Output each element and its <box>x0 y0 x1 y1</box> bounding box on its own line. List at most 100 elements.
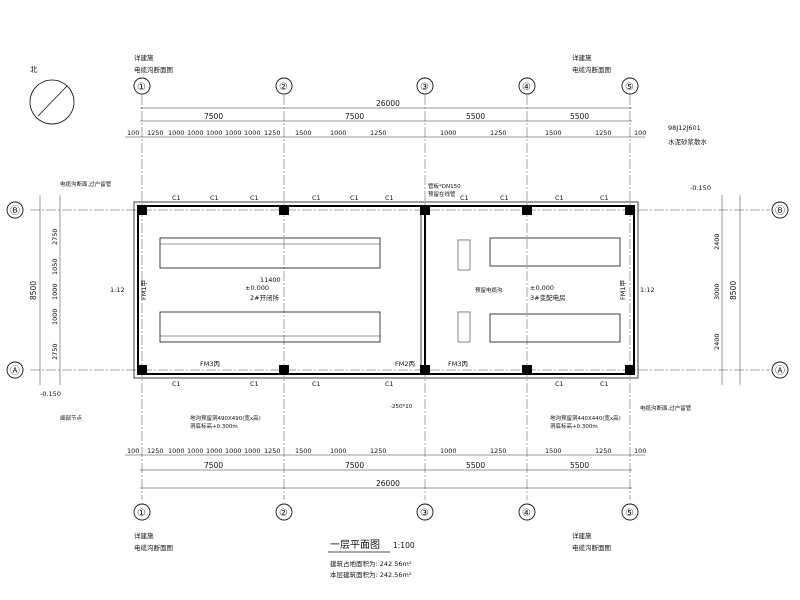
svg-text:细部节点: 细部节点 <box>60 414 83 422</box>
svg-text:2750: 2750 <box>51 228 59 245</box>
svg-text:水泥砂浆散水: 水泥砂浆散水 <box>668 137 708 146</box>
svg-text:C1: C1 <box>385 380 394 388</box>
svg-text:C1: C1 <box>350 194 359 202</box>
drawing-title: 一层平面图 <box>330 539 380 551</box>
door-fm1-left: FM1甲 <box>140 280 148 300</box>
dim-bay-2: 7500 <box>345 112 364 121</box>
svg-text:2750: 2750 <box>51 343 59 360</box>
svg-text:地沟预留洞440X440(宽x高): 地沟预留洞440X440(宽x高) <box>550 414 621 422</box>
axis-5-top: ⑤ <box>625 82 634 93</box>
svg-text:100: 100 <box>127 129 139 137</box>
svg-text:1000: 1000 <box>51 308 59 325</box>
slope-left: 1:12 <box>110 286 125 294</box>
svg-text:100: 100 <box>127 447 139 455</box>
svg-text:C1: C1 <box>500 194 509 202</box>
svg-text:1250: 1250 <box>147 129 164 137</box>
svg-text:1250: 1250 <box>264 447 281 455</box>
svg-text:1000: 1000 <box>187 447 204 455</box>
svg-text:1000: 1000 <box>330 129 347 137</box>
axis-2-top: ② <box>279 82 288 93</box>
svg-text:1250: 1250 <box>595 129 612 137</box>
door-fm2: FM2丙 <box>395 360 415 368</box>
svg-text:1000: 1000 <box>168 129 185 137</box>
svg-text:预留电缆沟: 预留电缆沟 <box>475 286 503 294</box>
equip-length: 11400 <box>260 276 281 284</box>
svg-text:1000: 1000 <box>440 447 457 455</box>
axis-A-right: Ⓐ <box>775 365 785 377</box>
svg-text:1250: 1250 <box>595 447 612 455</box>
dim-bay-3: 5500 <box>466 112 485 121</box>
svg-text:电缆沟断面图: 电缆沟断面图 <box>572 65 611 74</box>
axis-5-bottom: ⑤ <box>625 508 634 519</box>
room-left-elev: ±0.000 <box>245 284 269 292</box>
svg-text:C1: C1 <box>312 380 321 388</box>
dimension-chain-sides: 8500 2750 1050 1000 1000 2750 8500 2400 … <box>29 195 741 385</box>
door-fm3-right: FM3丙 <box>448 360 468 368</box>
north-label: 北 <box>30 65 38 74</box>
dim-bay-1-bottom: 7500 <box>204 461 223 470</box>
equipment-right: ±0.000 3#变配电房 预留电缆沟 <box>457 237 621 343</box>
axis-1-top: ① <box>137 82 146 93</box>
svg-text:1000: 1000 <box>206 129 223 137</box>
svg-text:电缆沟断面,过户留管: 电缆沟断面,过户留管 <box>60 180 112 188</box>
svg-text:C1: C1 <box>250 380 259 388</box>
svg-text:详建施: 详建施 <box>572 531 592 540</box>
svg-text:-250*10: -250*10 <box>390 404 413 410</box>
drawing-scale: 1:100 <box>393 541 415 550</box>
svg-text:C1: C1 <box>385 194 394 202</box>
svg-text:详建施: 详建施 <box>134 531 154 540</box>
axis-B-left: Ⓑ <box>10 205 20 217</box>
svg-text:2400: 2400 <box>713 233 721 250</box>
axis-bubbles-top: ① ② ③ ④ ⑤ <box>133 77 639 95</box>
dim-bay-2-bottom: 7500 <box>345 461 364 470</box>
elev-outside-left: -0.150 <box>40 390 61 398</box>
svg-text:详建施: 详建施 <box>134 53 154 62</box>
equipment-left: 11400 2#开闭所 ±0.000 <box>159 237 381 343</box>
axis-4-bottom: ④ <box>522 508 531 519</box>
dimension-chain-top: 26000 7500 7500 5500 5500 100 1250 1000 … <box>125 99 646 138</box>
dim-bay-3-bottom: 5500 <box>466 461 485 470</box>
door-fm3-left: FM3丙 <box>200 360 220 368</box>
svg-text:8500: 8500 <box>29 281 38 300</box>
dim-bay-4-bottom: 5500 <box>570 461 589 470</box>
svg-text:管板*DN150: 管板*DN150 <box>428 182 461 190</box>
svg-text:98J12J601: 98J12J601 <box>668 124 701 132</box>
svg-text:1250: 1250 <box>147 447 164 455</box>
svg-text:C1: C1 <box>600 194 609 202</box>
windows: C1 C1 C1 C1 C1 C1 C1 C1 C1 C1 C1 C1 C1 C… <box>172 194 609 388</box>
svg-text:8500: 8500 <box>729 281 738 300</box>
svg-text:洞底标高+0.300m: 洞底标高+0.300m <box>550 422 598 430</box>
area-line-2: 本层建筑面积为: 242.56m² <box>330 570 412 579</box>
svg-text:1000: 1000 <box>187 129 204 137</box>
svg-text:3000: 3000 <box>713 283 721 300</box>
svg-text:1250: 1250 <box>370 129 387 137</box>
svg-text:预留在线管: 预留在线管 <box>428 190 456 198</box>
svg-text:详建施: 详建施 <box>572 53 592 62</box>
svg-text:1000: 1000 <box>244 447 261 455</box>
door-fm1-right: FM1甲 <box>619 280 627 300</box>
svg-text:1000: 1000 <box>225 129 242 137</box>
dimension-chain-bottom: 100 1250 1000 1000 1000 1000 1000 1250 1… <box>125 447 646 489</box>
svg-text:1500: 1500 <box>545 129 562 137</box>
svg-text:C1: C1 <box>312 194 321 202</box>
svg-text:2400: 2400 <box>713 333 721 350</box>
svg-text:C1: C1 <box>210 194 219 202</box>
svg-text:电缆沟断面图: 电缆沟断面图 <box>134 65 173 74</box>
svg-text:C1: C1 <box>600 380 609 388</box>
svg-text:C1: C1 <box>172 380 181 388</box>
svg-text:C1: C1 <box>555 194 564 202</box>
axis-1-bottom: ① <box>137 508 146 519</box>
dim-overall-top: 26000 <box>376 99 400 108</box>
svg-text:1000: 1000 <box>51 283 59 300</box>
title-block: 一层平面图 1:100 建筑占地面积为: 242.56m² 本层建筑面积为: 2… <box>328 539 415 579</box>
axis-bubbles-bottom: ① ② ③ ④ ⑤ <box>133 503 639 521</box>
svg-text:1250: 1250 <box>490 447 507 455</box>
svg-text:1250: 1250 <box>490 129 507 137</box>
grid-lines <box>30 95 770 500</box>
svg-text:1250: 1250 <box>264 129 281 137</box>
room-right-elev: ±0.000 <box>530 284 554 292</box>
svg-text:C1: C1 <box>250 194 259 202</box>
svg-text:1000: 1000 <box>206 447 223 455</box>
svg-text:1000: 1000 <box>440 129 457 137</box>
